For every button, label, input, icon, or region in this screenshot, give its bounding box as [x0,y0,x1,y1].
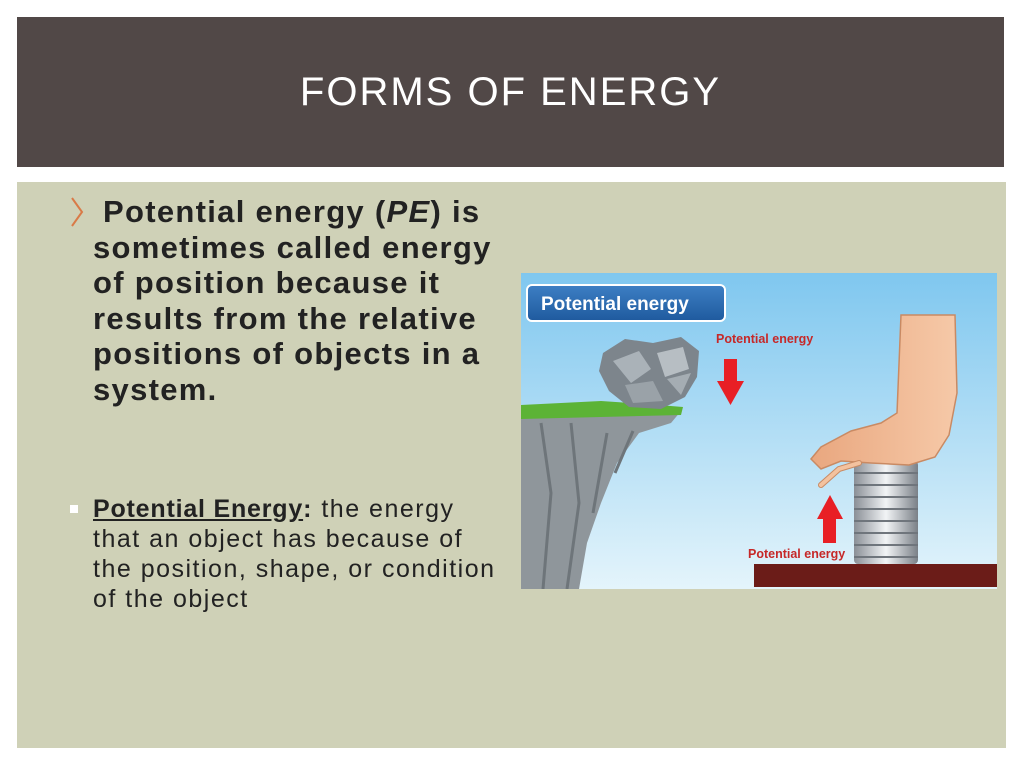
bullet-potential-energy-definition: Potential Energy: the energy that an obj… [70,494,510,614]
definition-term: Potential Energy [93,495,304,523]
spring-icon [854,461,918,564]
potential-energy-illustration: Potential energy Potential energy [521,273,997,589]
ground [754,564,997,587]
arrow-down-label: Potential energy [716,332,813,346]
bullet-potential-energy-intro: Potential energy (PE) is sometimes calle… [67,194,497,407]
square-bullet-icon [70,505,78,513]
rock-icon [599,337,699,409]
arrow-down-icon [717,359,744,405]
bullet-text: Potential energy (PE) is sometimes calle… [67,194,497,407]
bullet-prefix: Potential energy ( [103,194,387,229]
bullet-italic-abbr: PE [386,194,431,229]
illustration-canvas: Potential energy Potential energy [521,273,997,589]
definition-body: the energy that an object has because of… [93,495,496,613]
chevron-right-icon [71,197,84,227]
definition-text: Potential Energy: the energy that an obj… [70,494,510,614]
definition-colon: : [303,495,313,523]
arrow-up-label: Potential energy [748,547,845,561]
arrow-up-icon [817,495,843,543]
header-badge [526,284,726,322]
bullet-suffix: ) is sometimes called energy of position… [93,194,492,407]
title-bar: FORMS OF ENERGY [17,17,1004,167]
header-label: Potential energy [541,294,689,315]
hand-icon [809,314,958,488]
slide-title: FORMS OF ENERGY [299,69,722,114]
